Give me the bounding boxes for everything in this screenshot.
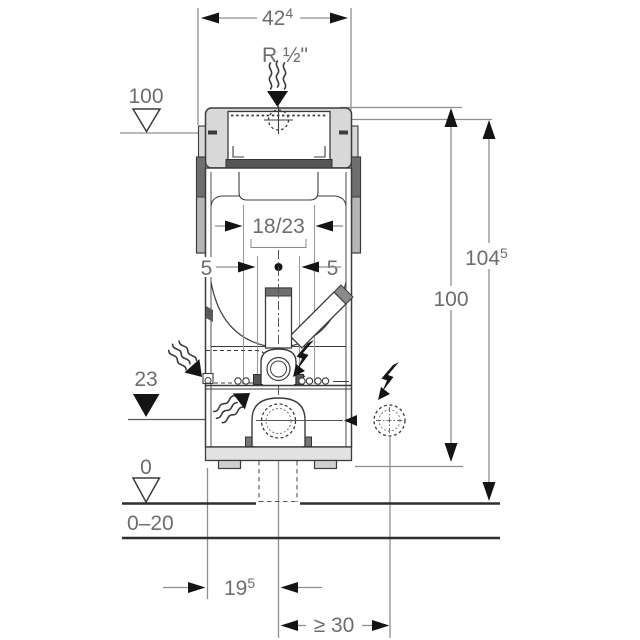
socket-ring-inner bbox=[270, 360, 287, 378]
dim-label-width-top-value: 42 bbox=[262, 7, 285, 30]
level-zero-label: 0 bbox=[140, 456, 152, 479]
bracket-mark-right bbox=[314, 146, 326, 158]
dim-label-outlet-setback-value: 19 bbox=[224, 577, 247, 600]
supply-thread-label: R ½" bbox=[262, 44, 308, 67]
dim-label-offset-right: 5 bbox=[327, 257, 339, 280]
open-triangle-icon bbox=[131, 108, 162, 133]
arrow-down-icon bbox=[482, 482, 496, 501]
crosshair-icon bbox=[264, 106, 293, 134]
water-flow-arrow-supply-left-icon bbox=[167, 340, 202, 377]
dim-label-outlet-setback: 195 bbox=[224, 575, 255, 600]
dim-offsets: 5 5 bbox=[197, 257, 342, 280]
label-backing bbox=[461, 243, 517, 269]
base-plate-group bbox=[204, 446, 353, 503]
label-backing bbox=[431, 286, 471, 310]
dim-label-plate-depth: 18/23 bbox=[252, 215, 305, 238]
drain-arch bbox=[251, 397, 306, 446]
screw-mark-right-icon bbox=[339, 130, 348, 135]
plate-bracket bbox=[250, 239, 307, 248]
level-marker-outlet: 23 bbox=[128, 368, 205, 421]
label-backing bbox=[197, 257, 216, 277]
filled-triangle-icon bbox=[133, 394, 160, 417]
dim-label-width-top: 424 bbox=[262, 5, 293, 30]
base-plate bbox=[204, 446, 353, 462]
lightning-external-icon bbox=[378, 362, 399, 400]
arrow-down-icon bbox=[444, 443, 458, 462]
open-triangle-icon bbox=[131, 477, 161, 504]
screw-mark-left-icon bbox=[208, 130, 217, 135]
dim-label-offset-left: 5 bbox=[201, 257, 213, 280]
rail-left-upper bbox=[196, 156, 206, 198]
water-flow-arrow-supply-top-icon bbox=[267, 60, 288, 107]
dim-height-frame: 100 bbox=[431, 108, 471, 462]
supply-thread-group: R ½" bbox=[262, 44, 308, 107]
arrow-left-icon bbox=[280, 582, 298, 593]
arrow-right-icon bbox=[330, 12, 348, 24]
dim-label-clearance-min: ≥ 30 bbox=[314, 614, 355, 637]
tank-extension-ticks bbox=[242, 205, 316, 384]
dim-label-outlet-setback-sup: 5 bbox=[247, 575, 255, 591]
dim-outlet-setback: 195 bbox=[163, 575, 322, 600]
arrow-up-icon bbox=[444, 108, 458, 127]
dim-label-height-overall: 1045 bbox=[465, 245, 508, 270]
socket-arch bbox=[260, 348, 297, 384]
arrow-right-icon bbox=[188, 582, 206, 593]
dim-label-height-frame: 100 bbox=[433, 288, 468, 311]
level-top-label: 100 bbox=[128, 85, 163, 108]
dim-label-width-top-sup: 4 bbox=[285, 5, 293, 21]
arrow-left-icon bbox=[201, 12, 219, 24]
supply-fitting bbox=[202, 372, 214, 385]
level-marker-zero: 0 bbox=[131, 456, 161, 504]
dim-label-height-overall-value: 104 bbox=[465, 247, 500, 270]
bracket-mark-left bbox=[232, 146, 244, 158]
side-rails bbox=[195, 156, 362, 254]
level-outlet-label: 23 bbox=[134, 368, 157, 391]
lightning-inside-tank-icon bbox=[293, 340, 314, 377]
supply-fitting-hole bbox=[204, 377, 212, 384]
frame-head-section bbox=[197, 106, 359, 169]
rail-right-upper bbox=[351, 156, 361, 198]
arrow-left-icon bbox=[280, 620, 298, 631]
tank-bottom-curve-left bbox=[210, 281, 273, 348]
arrow-left-icon bbox=[315, 220, 333, 232]
dim-label-height-overall-sup: 5 bbox=[500, 245, 508, 261]
arrow-right-icon bbox=[225, 220, 243, 232]
electrical-socket-icon bbox=[373, 404, 406, 437]
foot-right bbox=[313, 459, 338, 470]
level-marker-top: 100 bbox=[128, 85, 164, 133]
drain-bend bbox=[245, 397, 357, 447]
arrow-left-icon bbox=[301, 261, 319, 273]
dim-clearance-min: ≥ 30 bbox=[280, 614, 390, 637]
arrow-left-icon bbox=[344, 415, 357, 426]
dim-height-overall: 1045 bbox=[461, 120, 517, 501]
protection-box bbox=[238, 172, 319, 201]
floor-lines bbox=[122, 502, 500, 540]
dim-width-top: 424 bbox=[201, 5, 348, 30]
diagonal-pipe-cap bbox=[333, 284, 354, 305]
base-holes bbox=[234, 377, 330, 385]
valve-bracket bbox=[206, 306, 213, 322]
arrow-right-icon bbox=[238, 261, 256, 273]
arrow-right-icon bbox=[372, 620, 390, 631]
dim-plate-depth: 18/23 bbox=[215, 215, 343, 248]
head-box-rail bbox=[225, 159, 333, 169]
arrow-up-icon bbox=[482, 120, 496, 139]
water-flow-arrow-flush-icon bbox=[213, 393, 250, 424]
foot-left bbox=[217, 459, 242, 470]
socket-ring-outer bbox=[266, 356, 291, 382]
floor-buildup-label: 0–20 bbox=[127, 512, 174, 535]
